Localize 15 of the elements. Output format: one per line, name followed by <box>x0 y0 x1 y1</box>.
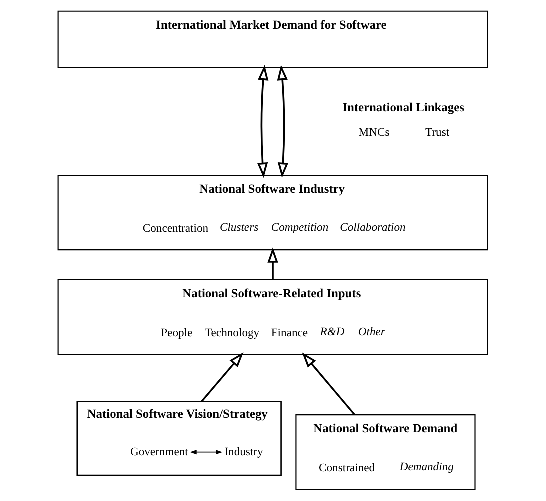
arrow <box>190 450 223 455</box>
arrow <box>277 65 289 178</box>
node-text: Government <box>130 445 188 458</box>
arrow <box>257 65 269 178</box>
label: International Linkages <box>342 100 464 115</box>
node-box: National Software Industry Concentration Clusters Competition Collaboration <box>58 174 488 251</box>
arrow <box>201 352 244 402</box>
node-text: Industry <box>224 445 264 458</box>
arrow <box>302 352 356 416</box>
node-box: National Software Demand Constrained Demanding <box>296 414 476 490</box>
label: Trust <box>426 126 450 139</box>
arrow <box>268 248 278 280</box>
label: MNCs <box>358 126 390 139</box>
node-box: National Software-Related Inputs People Technology Finance R&D Other <box>58 279 488 356</box>
node-box: International Market Demand for Software <box>58 10 488 68</box>
